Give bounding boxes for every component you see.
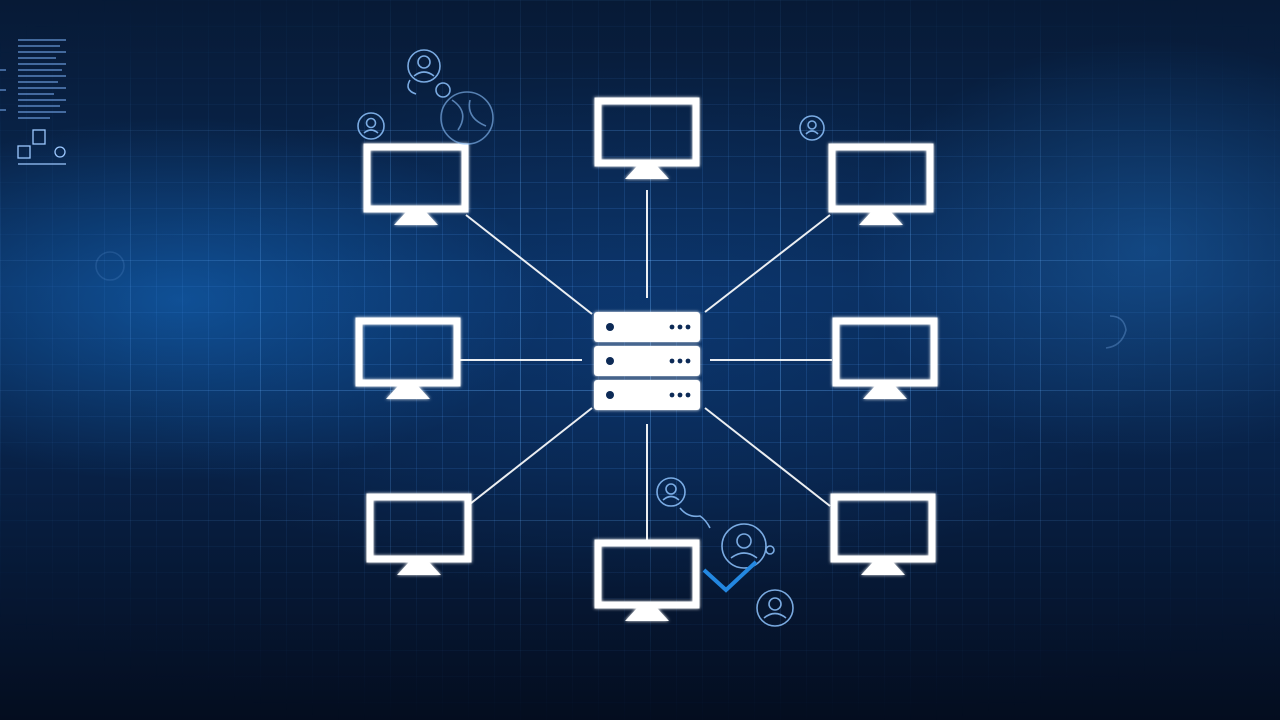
link-bottom-left — [469, 407, 593, 505]
user-avatar-icon — [799, 115, 825, 141]
faint-symbol-icon — [95, 251, 1127, 349]
connection-lines — [460, 190, 832, 546]
link-top-left — [465, 214, 593, 315]
monitor-icon — [594, 539, 700, 621]
monitor-icon — [594, 97, 700, 179]
monitor-icon — [355, 317, 461, 399]
user-avatar-icon — [656, 477, 711, 529]
monitor-icon — [366, 493, 472, 575]
user-avatar-icon — [357, 112, 385, 140]
checkmark-icon — [702, 560, 758, 593]
link-top-right — [704, 214, 831, 313]
user-avatar-icon — [721, 523, 775, 569]
monitor-icon — [828, 143, 934, 225]
monitor-icon — [830, 493, 936, 575]
server-rack-icon — [594, 312, 700, 410]
monitor-icon — [363, 143, 469, 225]
link-bottom-right — [704, 407, 831, 507]
globe-icon — [440, 91, 494, 145]
monitor-icon — [832, 317, 938, 399]
user-avatar-icon — [756, 589, 794, 627]
user-avatar-icon — [407, 49, 451, 98]
hud-panel — [0, 39, 66, 165]
